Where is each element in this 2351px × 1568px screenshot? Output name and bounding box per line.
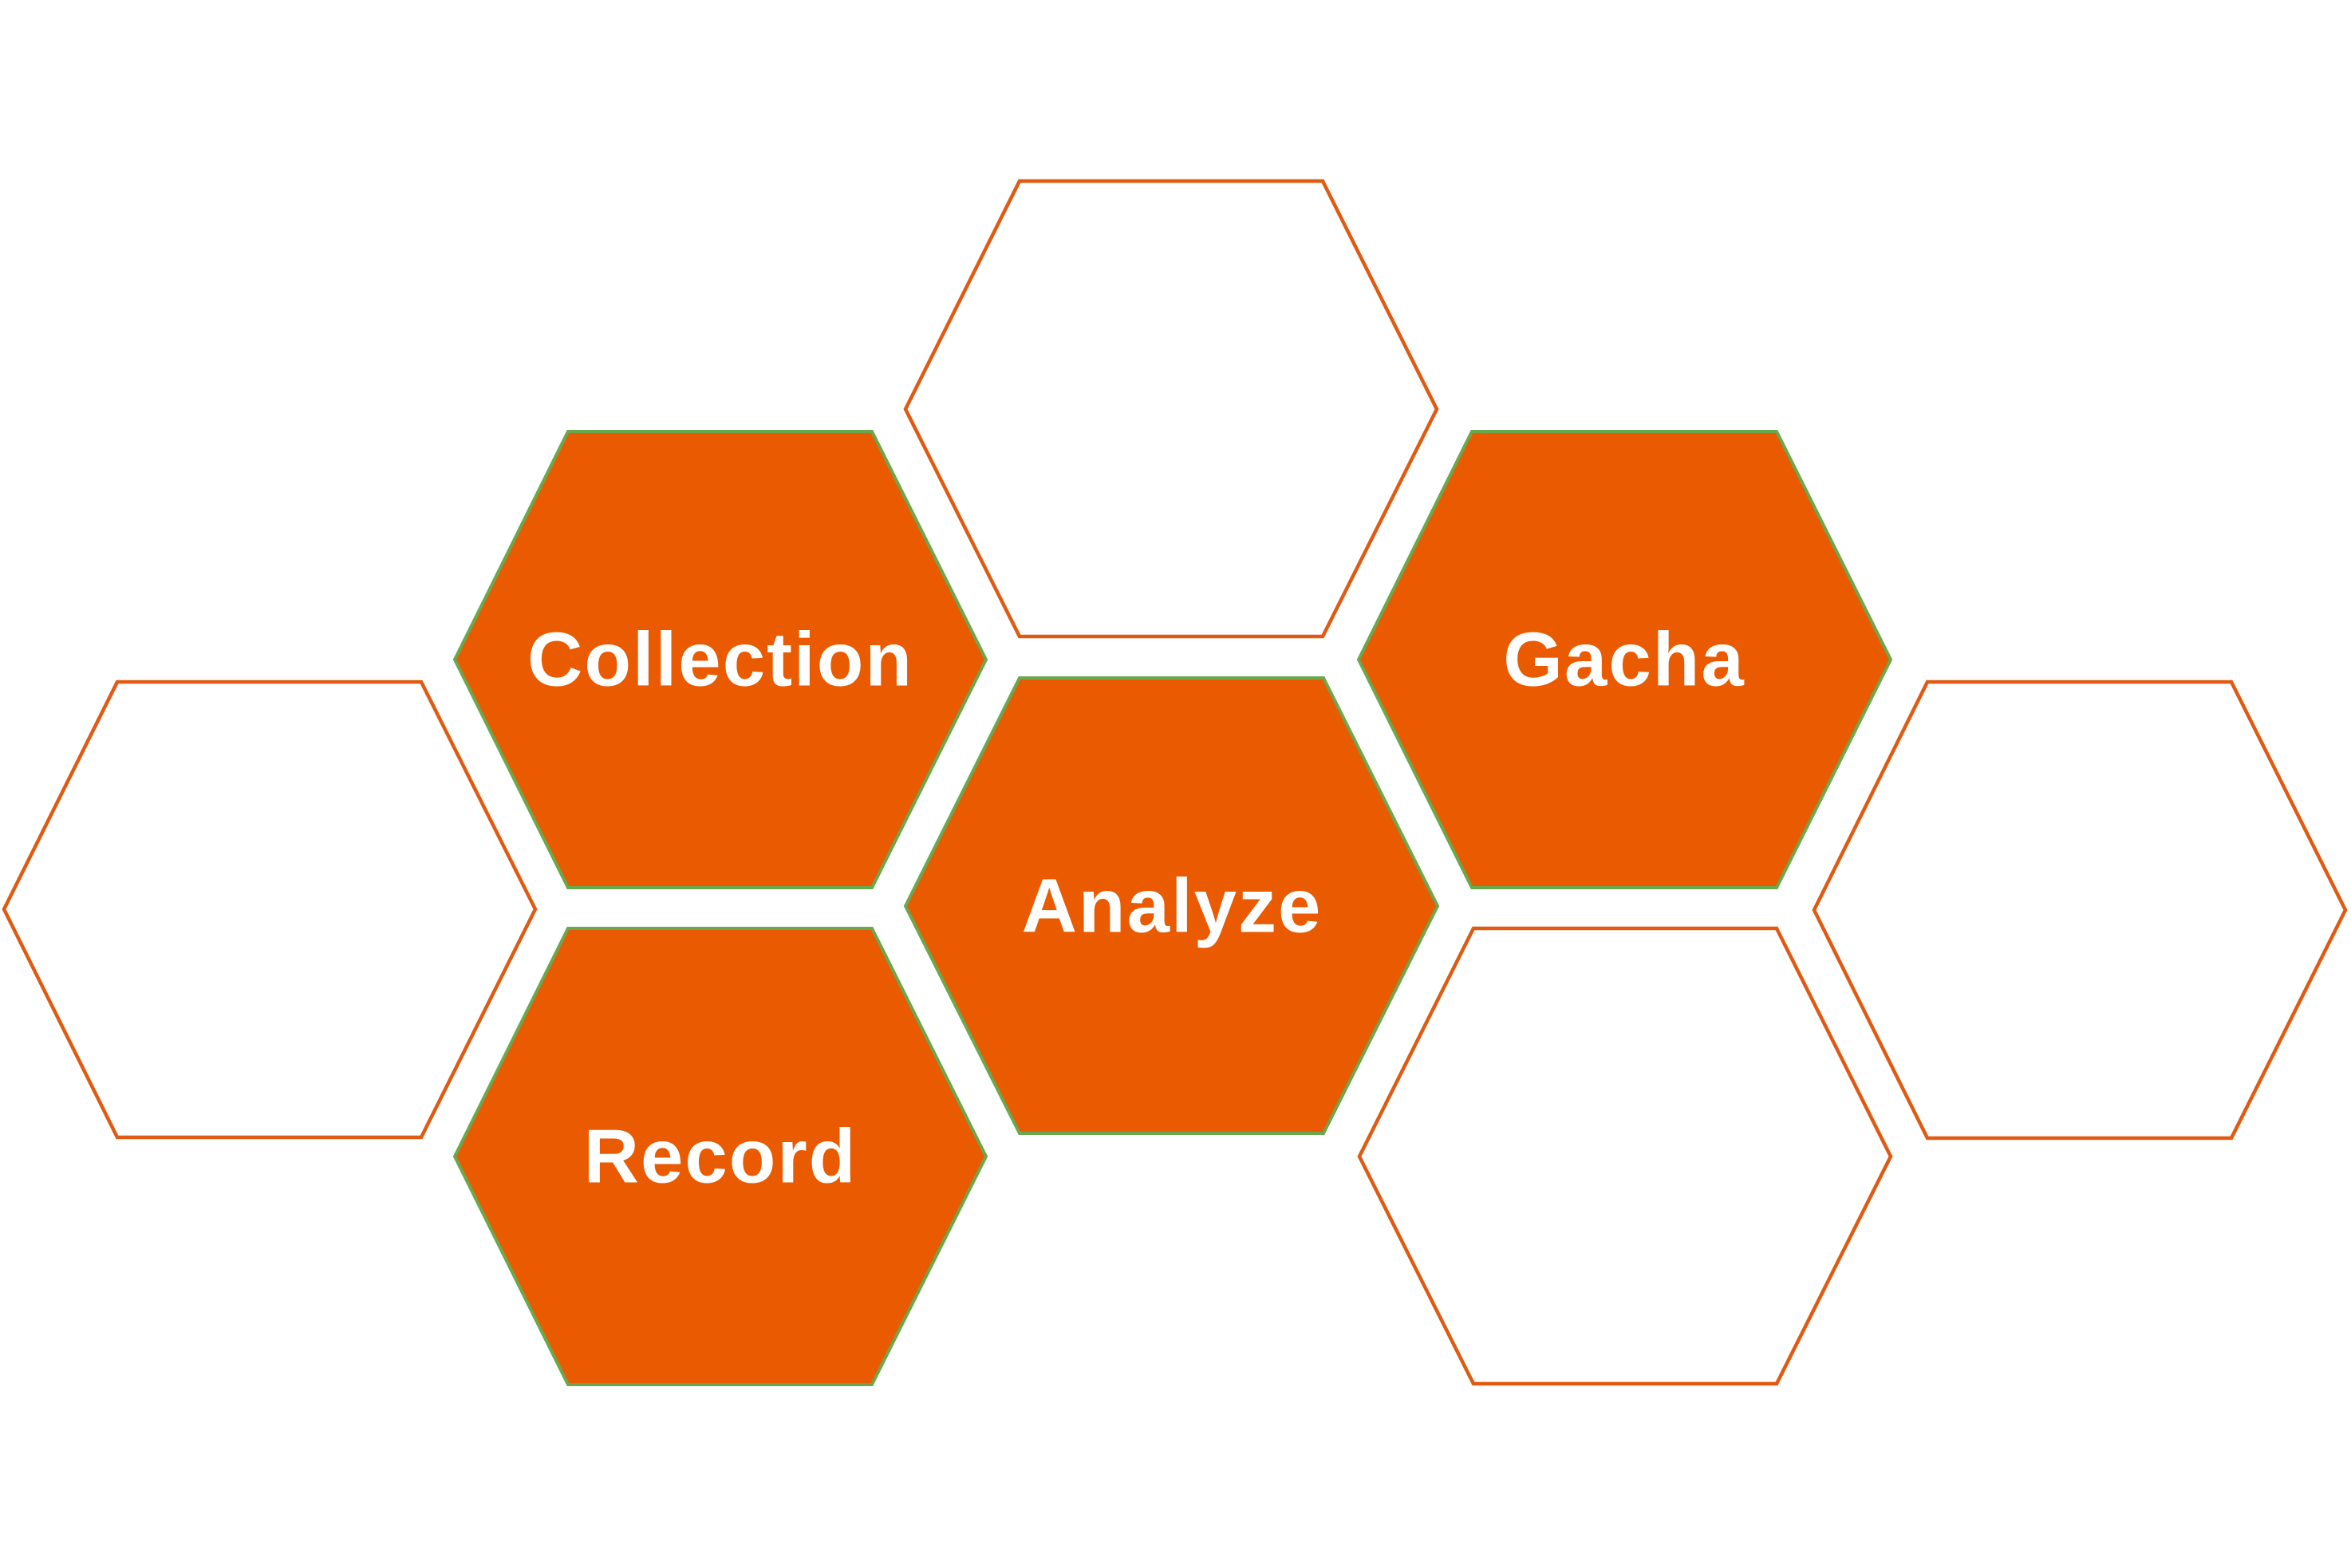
hexagon-far-right bbox=[1812, 680, 2348, 1141]
hexagon-shape bbox=[1812, 680, 2348, 1141]
hexagon-label-gacha: Gacha bbox=[1503, 617, 1745, 703]
hexagon-record: Record bbox=[452, 927, 988, 1386]
hexagon-shape bbox=[1357, 926, 1893, 1386]
hexagon-shape bbox=[452, 430, 988, 889]
hexagon-bottom-right bbox=[1357, 926, 1893, 1386]
hexagon-label-collection: Collection bbox=[527, 617, 913, 703]
hexagon-shape bbox=[452, 927, 988, 1386]
hexagon-far-left bbox=[2, 680, 538, 1140]
hexagon-label-record: Record bbox=[584, 1114, 858, 1200]
hexagon-label-analyze: Analyze bbox=[1022, 864, 1323, 949]
hexagon-shape bbox=[1356, 430, 1893, 889]
hexagon-top-center bbox=[903, 179, 1439, 639]
hexagon-gacha: Gacha bbox=[1356, 430, 1893, 889]
hexagon-shape bbox=[2, 680, 538, 1140]
hexagon-collection: Collection bbox=[452, 430, 988, 889]
hexagon-analyze: Analyze bbox=[903, 676, 1440, 1135]
hexagon-shape bbox=[903, 676, 1440, 1135]
hexagon-shape bbox=[903, 179, 1439, 639]
